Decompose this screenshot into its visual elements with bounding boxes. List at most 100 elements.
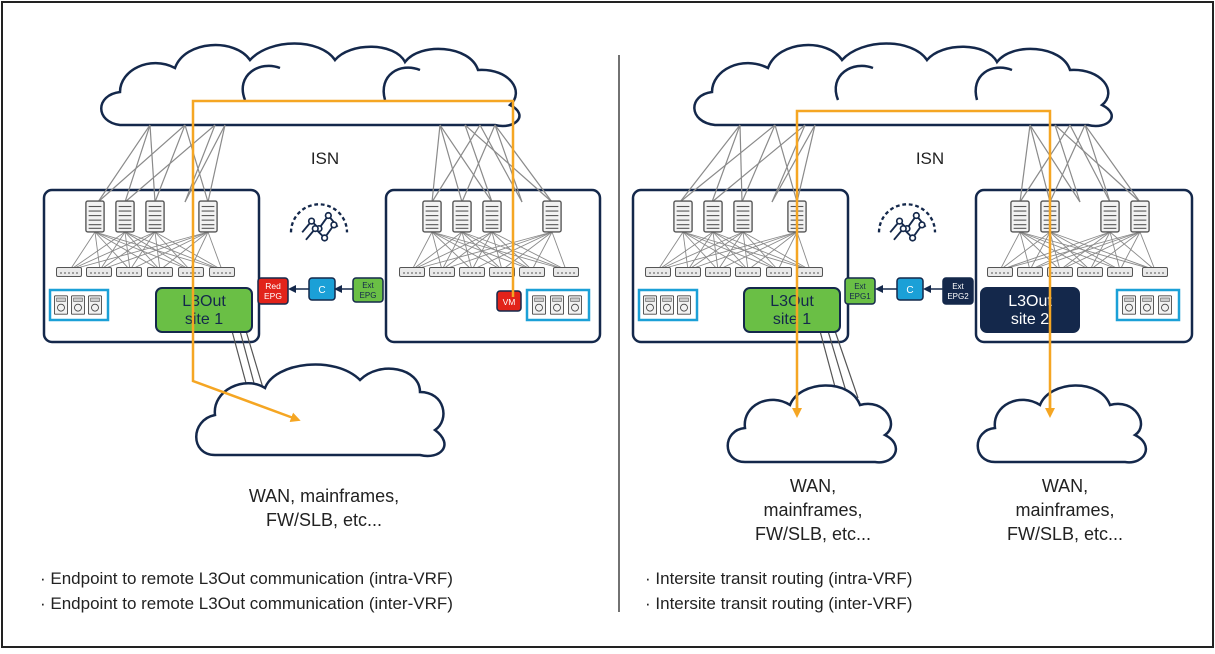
spine-switch-icon xyxy=(1130,200,1150,233)
leaf-switch-icon xyxy=(1142,267,1168,277)
apic-controller-icon xyxy=(71,295,85,315)
spine-switch-icon xyxy=(1100,200,1120,233)
leaf-switch-icon xyxy=(1077,267,1103,277)
leaf-switch-icon xyxy=(1107,267,1133,277)
right-wan-cloud-a xyxy=(726,384,897,464)
spine-switch-icon xyxy=(1010,200,1030,233)
right-ext-epg1-line2: EPG1 xyxy=(849,292,871,301)
left-isn-uplinks xyxy=(97,124,553,203)
spine-switch-icon xyxy=(703,200,723,233)
left-bullet-1-text: Endpoint to remote L3Out communication (… xyxy=(50,569,453,588)
right-ext-epg1-line1: Ext xyxy=(854,282,866,291)
leaf-switch-icon xyxy=(429,267,455,277)
left-bullet-2: · Endpoint to remote L3Out communication… xyxy=(40,594,453,613)
spine-switch-icon xyxy=(198,200,218,233)
left-vm-label: VM xyxy=(503,297,516,307)
leaf-switch-icon xyxy=(705,267,731,277)
right-ext-epg2-line1: Ext xyxy=(952,282,964,291)
right-ext-epg2-line2: EPG2 xyxy=(947,292,969,301)
left-l3out-site1-line2: site 1 xyxy=(185,311,223,328)
right-wan-a-line2: mainframes, xyxy=(763,500,862,520)
right-contract-label: C xyxy=(906,285,913,296)
leaf-switch-icon xyxy=(553,267,579,277)
right-l3out-site2 xyxy=(980,287,1080,333)
leaf-switch-icon xyxy=(56,267,82,277)
leaf-switch-icon xyxy=(519,267,545,277)
leaf-switch-icon xyxy=(459,267,485,277)
leaf-switch-icon xyxy=(735,267,761,277)
leaf-switch-icon xyxy=(797,267,823,277)
left-l3out-site1-line1: L3Out xyxy=(182,293,226,310)
right-ext-epg2 xyxy=(942,277,974,305)
right-wan-a-line1: WAN, xyxy=(790,476,836,496)
right-wan-a-line3: FW/SLB, etc... xyxy=(755,524,871,544)
left-ext-epg xyxy=(352,277,384,303)
left-l3out-site1 xyxy=(155,287,253,333)
spine-switch-icon xyxy=(452,200,472,233)
apic-controller-icon xyxy=(1122,295,1136,315)
apic-controller-icon xyxy=(1140,295,1154,315)
leaf-switch-icon xyxy=(399,267,425,277)
left-red-epg-line1: Red xyxy=(265,281,281,291)
left-wan-cloud xyxy=(195,363,446,458)
right-isn-cloud xyxy=(693,42,1113,128)
left-contract-label: C xyxy=(318,285,325,296)
leaf-switch-icon xyxy=(178,267,204,277)
leaf-switch-icon xyxy=(645,267,671,277)
left-panel: ISN xyxy=(40,42,602,613)
left-isn-cloud xyxy=(100,42,521,128)
right-l3out-site2-line1: L3Out xyxy=(1008,293,1052,310)
right-fabric-links xyxy=(657,231,1156,271)
apic-controller-icon xyxy=(643,295,657,315)
leaf-switch-icon xyxy=(987,267,1013,277)
leaf-switch-icon xyxy=(489,267,515,277)
right-wan-b-line3: FW/SLB, etc... xyxy=(1007,524,1123,544)
right-isn-uplinks xyxy=(679,124,1141,203)
apic-controller-icon xyxy=(550,295,564,315)
leaf-switch-icon xyxy=(209,267,235,277)
right-panel: ISN xyxy=(631,42,1194,613)
right-bullet-2: · Intersite transit routing (inter-VRF) xyxy=(645,594,912,613)
spine-switch-icon xyxy=(115,200,135,233)
leaf-switch-icon xyxy=(675,267,701,277)
apic-controller-icon xyxy=(532,295,546,315)
leaf-switch-icon xyxy=(766,267,792,277)
spine-switch-icon xyxy=(542,200,562,233)
apic-controller-icon xyxy=(677,295,691,315)
left-wan-line1: WAN, mainframes, xyxy=(249,486,399,506)
right-l3out-site1-line1: L3Out xyxy=(770,293,814,310)
spine-switch-icon xyxy=(145,200,165,233)
spine-switch-icon xyxy=(733,200,753,233)
left-isn-label: ISN xyxy=(311,149,339,168)
leaf-switch-icon xyxy=(116,267,142,277)
right-bullet-1: · Intersite transit routing (intra-VRF) xyxy=(645,569,912,588)
leaf-switch-icon xyxy=(1017,267,1043,277)
apic-controller-icon xyxy=(568,295,582,315)
spine-switch-icon xyxy=(85,200,105,233)
right-wan-cloud-b xyxy=(976,384,1147,464)
spine-switch-icon xyxy=(422,200,442,233)
apic-controller-icon xyxy=(88,295,102,315)
left-bullet-1: · Endpoint to remote L3Out communication… xyxy=(40,569,453,588)
left-ext-epg-line2: EPG xyxy=(360,291,377,300)
left-vm-endpoint xyxy=(496,290,522,312)
left-fabric-links xyxy=(69,231,567,271)
spine-switch-icon xyxy=(673,200,693,233)
right-l3out-site2-line2: site 2 xyxy=(1011,311,1049,328)
apic-controller-icon xyxy=(1158,295,1172,315)
leaf-switch-icon xyxy=(147,267,173,277)
left-ext-epg-line1: Ext xyxy=(362,281,374,290)
right-traffic-path xyxy=(795,109,1052,412)
right-bullet-1-text: Intersite transit routing (intra-VRF) xyxy=(655,569,912,588)
left-wan-line2: FW/SLB, etc... xyxy=(266,510,382,530)
left-bullet-2-text: Endpoint to remote L3Out communication (… xyxy=(50,594,453,613)
apic-controller-icon xyxy=(54,295,68,315)
right-l3out-site1 xyxy=(743,287,841,333)
right-wan-b-line2: mainframes, xyxy=(1015,500,1114,520)
right-isn-label: ISN xyxy=(916,149,944,168)
right-l3out-site1-line2: site 1 xyxy=(773,311,811,328)
spine-switch-icon xyxy=(482,200,502,233)
leaf-switch-icon xyxy=(86,267,112,277)
